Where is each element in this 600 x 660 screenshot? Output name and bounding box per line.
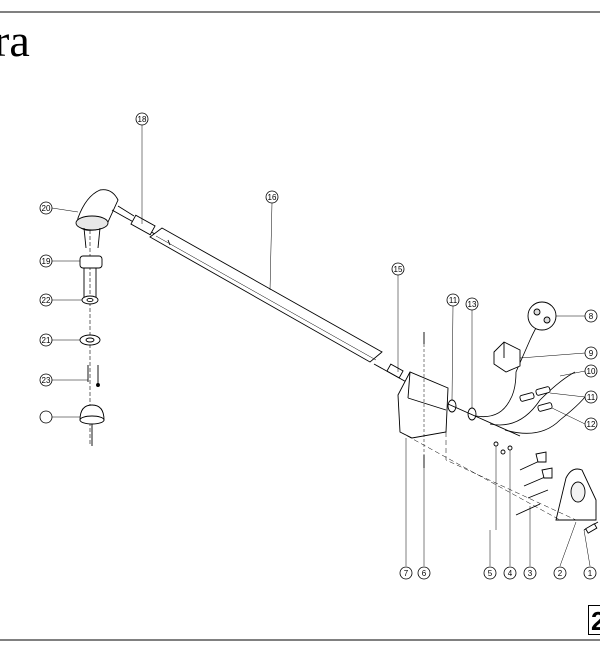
callout-3: 3 xyxy=(523,566,537,580)
callout-15: 15 xyxy=(391,262,405,276)
callout-16: 16 xyxy=(265,190,279,204)
callout-4: 4 xyxy=(503,566,517,580)
svg-text:8: 8 xyxy=(589,312,594,321)
small-screws-part xyxy=(87,365,100,387)
svg-text:4: 4 xyxy=(508,569,513,578)
callout-13: 13 xyxy=(465,297,479,311)
svg-text:20: 20 xyxy=(42,204,51,213)
callout-18: 20 xyxy=(39,201,53,215)
callout-11-upper: 11 xyxy=(446,293,460,307)
svg-text:21: 21 xyxy=(42,336,51,345)
small-fasteners-part xyxy=(493,441,513,560)
svg-text:3: 3 xyxy=(528,569,533,578)
svg-text:6: 6 xyxy=(422,569,427,578)
callout-21: 21 xyxy=(39,333,53,347)
joint-part xyxy=(373,363,411,385)
callout-2: 2 xyxy=(553,566,567,580)
svg-text:11: 11 xyxy=(587,393,596,402)
callout-23 xyxy=(39,410,53,424)
callout-9: 9 xyxy=(584,346,598,360)
svg-text:19: 19 xyxy=(42,257,51,266)
callout-10: 10 xyxy=(584,364,598,378)
callout-11-lower: 11 xyxy=(584,390,598,404)
assembly-dashed-lines xyxy=(399,431,577,521)
callout-17: 18 xyxy=(135,112,149,126)
callout-7: 7 xyxy=(399,566,413,580)
leader-lines xyxy=(51,125,591,567)
svg-text:16: 16 xyxy=(268,193,277,202)
svg-text:11: 11 xyxy=(449,296,458,305)
shade-cap-part xyxy=(79,404,105,446)
svg-text:23: 23 xyxy=(42,376,51,385)
anchor-part xyxy=(583,521,599,534)
collar-part xyxy=(79,255,103,298)
mounting-screws-part xyxy=(515,451,553,516)
svg-text:1: 1 xyxy=(588,569,593,578)
callout-1: 1 xyxy=(583,566,597,580)
arm-connector-part xyxy=(111,205,163,239)
cable-wires-part xyxy=(475,311,589,434)
callout-5: 5 xyxy=(483,566,497,580)
page-number: 2 xyxy=(588,605,600,636)
terminal-connectors-part xyxy=(519,386,553,412)
svg-text:15: 15 xyxy=(394,265,403,274)
svg-text:18: 18 xyxy=(138,115,147,124)
svg-text:7: 7 xyxy=(404,569,409,578)
washer-part xyxy=(447,399,521,437)
svg-text:12: 12 xyxy=(587,420,596,429)
callout-8: 8 xyxy=(584,309,598,323)
svg-text:9: 9 xyxy=(589,349,594,358)
svg-text:13: 13 xyxy=(468,300,477,309)
arm-tube-part xyxy=(149,227,383,363)
svg-text:2: 2 xyxy=(558,569,563,578)
svg-text:10: 10 xyxy=(587,367,596,376)
callout-6: 6 xyxy=(417,566,431,580)
base-box-part xyxy=(397,371,449,439)
callout-12: 12 xyxy=(584,417,598,431)
wall-plate-part xyxy=(527,301,557,331)
svg-text:5: 5 xyxy=(488,569,493,578)
ring-part xyxy=(81,295,99,305)
transformer-part xyxy=(493,341,521,373)
mounting-bracket-part xyxy=(555,468,597,521)
callout-20: 22 xyxy=(39,293,53,307)
callout-19: 19 xyxy=(39,254,53,268)
page-title: ra xyxy=(0,15,30,66)
nut-part xyxy=(79,334,101,346)
lamp-head-part xyxy=(75,189,119,249)
svg-text:22: 22 xyxy=(42,296,51,305)
callout-22: 23 xyxy=(39,373,53,387)
